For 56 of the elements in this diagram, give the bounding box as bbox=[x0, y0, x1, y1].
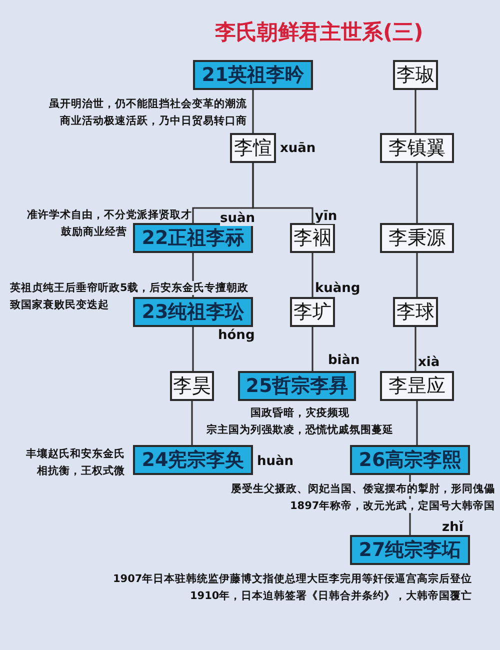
connector-line bbox=[416, 401, 418, 445]
monarch-box bbox=[350, 535, 470, 565]
person-name: 25哲宗李昪 bbox=[246, 374, 348, 399]
note-text: 1907年日本驻韩统监伊藤博文指使总理大臣李完用等奸佞逼宫高宗后登位 bbox=[113, 572, 472, 586]
connector-line bbox=[312, 253, 314, 297]
note-text: 英祖贞纯王后垂帘听政5载，后安东金氏专擅朝政 bbox=[10, 281, 248, 295]
monarch-box bbox=[193, 60, 313, 90]
connector-line bbox=[192, 327, 194, 371]
note-text: 屡受生父摄政、闵妃当国、倭寇摆布的掣肘，形同傀儡 bbox=[231, 482, 495, 496]
monarch-box bbox=[133, 297, 253, 327]
person-name: 23纯祖李玜 bbox=[142, 300, 244, 325]
title: 李氏朝鲜君主世系(三) bbox=[215, 19, 424, 46]
note-text: 1897年称帝，改元光武，定国号大韩帝国 bbox=[290, 499, 496, 513]
monarch-box bbox=[133, 445, 253, 475]
person-name: 李愃 bbox=[234, 136, 272, 161]
relative-box bbox=[380, 133, 454, 163]
note-text: 商业活动极速活跃，乃中日贸易转口商 bbox=[60, 114, 247, 128]
relative-box bbox=[380, 223, 454, 253]
pinyin-label: kuàng bbox=[315, 281, 360, 296]
person-name: 24宪宗李奂 bbox=[142, 448, 244, 473]
person-name: 李镇翼 bbox=[388, 136, 446, 161]
person-name: 李昰应 bbox=[388, 374, 446, 399]
connector-line bbox=[312, 327, 314, 371]
monarch-box bbox=[350, 445, 470, 475]
person-name: 李球 bbox=[396, 300, 434, 325]
person-name: 李秉源 bbox=[388, 226, 446, 251]
person-name: 27纯宗李坧 bbox=[358, 538, 462, 563]
person-name: 李圹 bbox=[294, 300, 332, 325]
note-text: 1910年，日本迫韩签署《日韩合并条约》，大韩帝国覆亡 bbox=[190, 589, 472, 603]
pinyin-label: yīn bbox=[315, 209, 338, 224]
connector-line bbox=[252, 90, 254, 133]
note-text: 虽开明治世，仍不能阻挡社会变革的潮流 bbox=[49, 97, 247, 111]
monarch-box bbox=[238, 371, 356, 401]
connector-line bbox=[414, 90, 416, 133]
person-name: 26高宗李熙 bbox=[358, 448, 462, 473]
pinyin-label: suàn bbox=[220, 211, 256, 226]
connector-line bbox=[252, 163, 314, 223]
note-text: 鼓励商业经营 bbox=[61, 225, 127, 239]
relative-box bbox=[380, 371, 454, 401]
person-name: 21英祖李昑 bbox=[202, 63, 304, 88]
connector-line bbox=[191, 401, 193, 445]
person-name: 李琡 bbox=[396, 63, 434, 88]
pinyin-label: hóng bbox=[218, 328, 255, 343]
connector-line bbox=[414, 327, 416, 371]
person-name: 22正祖李祘 bbox=[142, 226, 244, 251]
note-text: 致国家衰败民变迭起 bbox=[10, 298, 109, 312]
connector-line bbox=[416, 163, 418, 223]
connector-line bbox=[416, 253, 418, 297]
note-text: 国政昏暗，灾疫频现 bbox=[250, 406, 350, 420]
note-text: 丰壤赵氏和安东金氏 bbox=[26, 447, 125, 461]
person-name: 李裀 bbox=[294, 226, 332, 251]
note-text: 宗主国为列强欺凌，恐慌忧戚氛围蔓延 bbox=[206, 423, 394, 437]
monarch-box bbox=[133, 223, 253, 253]
note-text: 相抗衡，王权式微 bbox=[37, 464, 125, 478]
note-text: 准许学术自由，不分党派择贤取才 bbox=[27, 208, 192, 222]
person-name: 李昊 bbox=[173, 374, 211, 399]
